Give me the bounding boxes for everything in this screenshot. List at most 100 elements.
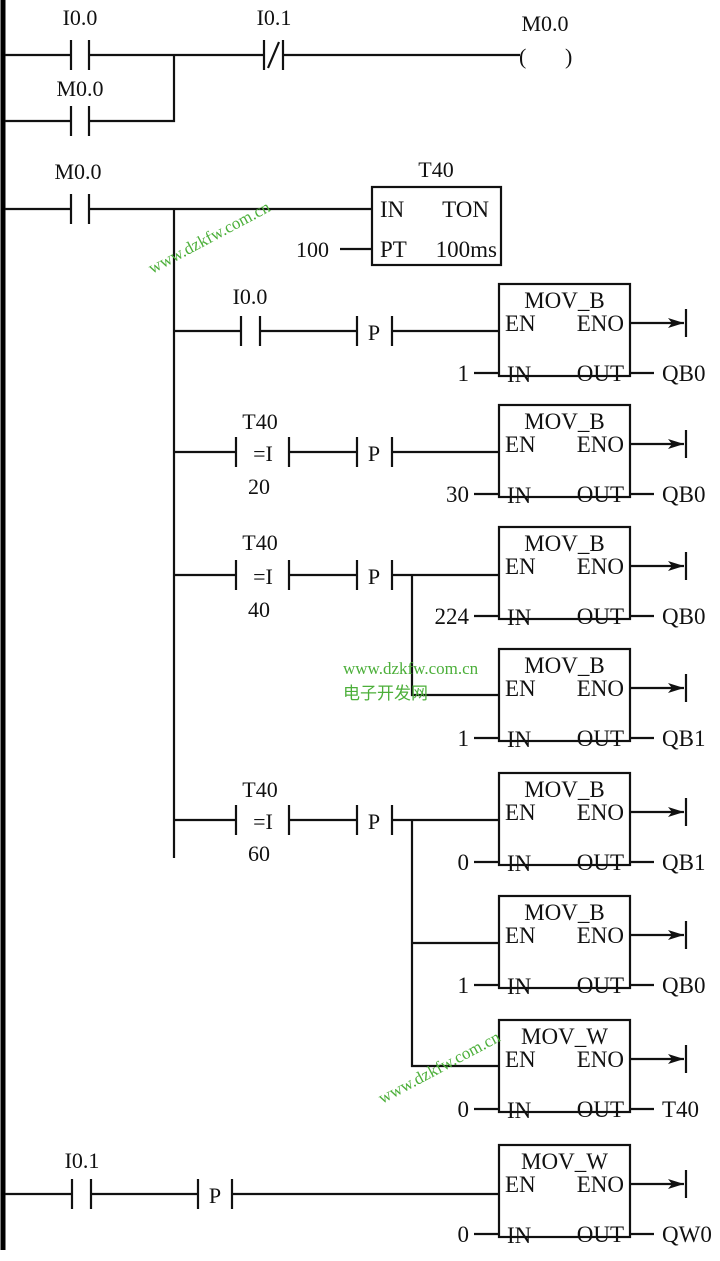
out-value: QB0 [662, 482, 705, 507]
out-pin: OUT [577, 850, 624, 875]
out-pin: OUT [577, 604, 624, 629]
edge-label: P [209, 1183, 221, 1208]
in-pin: IN [507, 851, 532, 876]
positive-edge-contact[interactable]: P [355, 437, 394, 467]
edge-label: P [368, 809, 380, 834]
out-pin: OUT [577, 973, 624, 998]
block-box [497, 525, 632, 621]
contact-label: M0.0 [54, 159, 101, 184]
block-box [497, 771, 632, 867]
out-pin: OUT [577, 482, 624, 507]
en-pin: EN [505, 1172, 536, 1197]
timer-resolution: 100ms [436, 237, 497, 262]
out-pin: OUT [577, 1097, 624, 1122]
branch-2: T40 =I 20 P [174, 409, 499, 499]
arrow-head-icon [668, 561, 684, 571]
timer-name: T40 [418, 157, 453, 182]
out-value: QB1 [662, 850, 705, 875]
contact-label: M0.0 [56, 76, 103, 101]
positive-edge-contact[interactable]: P [196, 1179, 234, 1209]
block-box [497, 647, 632, 743]
en-pin: EN [505, 923, 536, 948]
arrow-head-icon [668, 318, 684, 328]
edge-label: P [368, 441, 380, 466]
compare-operand: T40 [242, 530, 277, 555]
block-title: MOV_B [524, 409, 605, 434]
contact-no-i0-1[interactable]: I0.1 [65, 1148, 100, 1209]
contact-no-i0-0-branch[interactable]: I0.0 [233, 284, 268, 346]
contact-label: I0.0 [233, 284, 268, 309]
coil-symbol-right: ) [565, 44, 572, 69]
contact-no-m0-0[interactable]: M0.0 [56, 76, 104, 136]
network-1: I0.0 M0.0 I0.1 M0.0 ( ) [5, 5, 572, 136]
contact-no-i0-0[interactable]: I0.0 [63, 5, 98, 70]
compare-contact-t40-40[interactable]: T40 =I 40 [234, 530, 291, 622]
arrow-head-icon [668, 1179, 684, 1189]
block-title: MOV_B [524, 531, 605, 556]
in-pin: IN [507, 727, 532, 752]
block-box [497, 403, 632, 499]
compare-operator: =I [253, 441, 273, 466]
eno-pin: ENO [577, 923, 624, 948]
arrow-head-icon [668, 683, 684, 693]
block-title: MOV_W [521, 1149, 608, 1174]
branch-4: T40 =I 60 P [174, 777, 499, 1068]
out-pin: OUT [577, 1222, 624, 1247]
block-box [497, 1143, 632, 1239]
timer-type: TON [442, 197, 489, 222]
timer-preset-value: 100 [296, 237, 329, 262]
block-title: MOV_B [524, 653, 605, 678]
coil-symbol-left: ( [519, 44, 526, 69]
block-box [497, 894, 632, 990]
compare-contact-t40-60[interactable]: T40 =I 60 [234, 777, 291, 866]
in-value: 1 [458, 361, 470, 386]
timer-pt-pin: PT [380, 237, 407, 262]
out-value: QB0 [662, 361, 705, 386]
contact-nc-i0-1[interactable]: I0.1 [257, 5, 292, 70]
eno-pin: ENO [577, 1172, 624, 1197]
en-pin: EN [505, 311, 536, 336]
compare-operand: T40 [242, 409, 277, 434]
positive-edge-contact[interactable]: P [355, 805, 394, 835]
compare-value: 40 [248, 597, 270, 622]
out-pin: OUT [577, 361, 624, 386]
positive-edge-contact[interactable]: P [355, 560, 394, 590]
positive-edge-contact[interactable]: P [355, 316, 394, 346]
in-pin: IN [507, 974, 532, 999]
watermark-site-name: 电子开发网 [343, 684, 428, 703]
coil-m0-0[interactable]: M0.0 ( ) [519, 11, 572, 69]
arrow-head-icon [668, 1054, 684, 1064]
compare-value: 60 [248, 841, 270, 866]
in-value: 1 [458, 726, 470, 751]
block-title: MOV_B [524, 288, 605, 313]
eno-pin: ENO [577, 800, 624, 825]
contact-label: I0.0 [63, 5, 98, 30]
block-box [497, 282, 632, 378]
edge-label: P [368, 564, 380, 589]
in-value: 0 [458, 850, 470, 875]
block-box [497, 1018, 632, 1114]
compare-contact-t40-20[interactable]: T40 =I 20 [234, 409, 291, 499]
network-3: I0.1 P [5, 1148, 499, 1209]
watermark-url: www.dzkfw.com.cn [343, 659, 479, 678]
branch-1: I0.0 P [174, 284, 499, 346]
timer-in-pin: IN [380, 197, 405, 222]
out-value: QB1 [662, 726, 705, 751]
out-value: T40 [662, 1097, 699, 1122]
contact-no-m0-0-net2[interactable]: M0.0 [54, 159, 102, 224]
timer-t40-ton[interactable]: T40 IN TON PT 100ms 100 [296, 157, 503, 267]
arrow-head-icon [668, 930, 684, 940]
block-title: MOV_B [524, 900, 605, 925]
in-value: 30 [446, 482, 469, 507]
en-pin: EN [505, 1047, 536, 1072]
eno-pin: ENO [577, 311, 624, 336]
